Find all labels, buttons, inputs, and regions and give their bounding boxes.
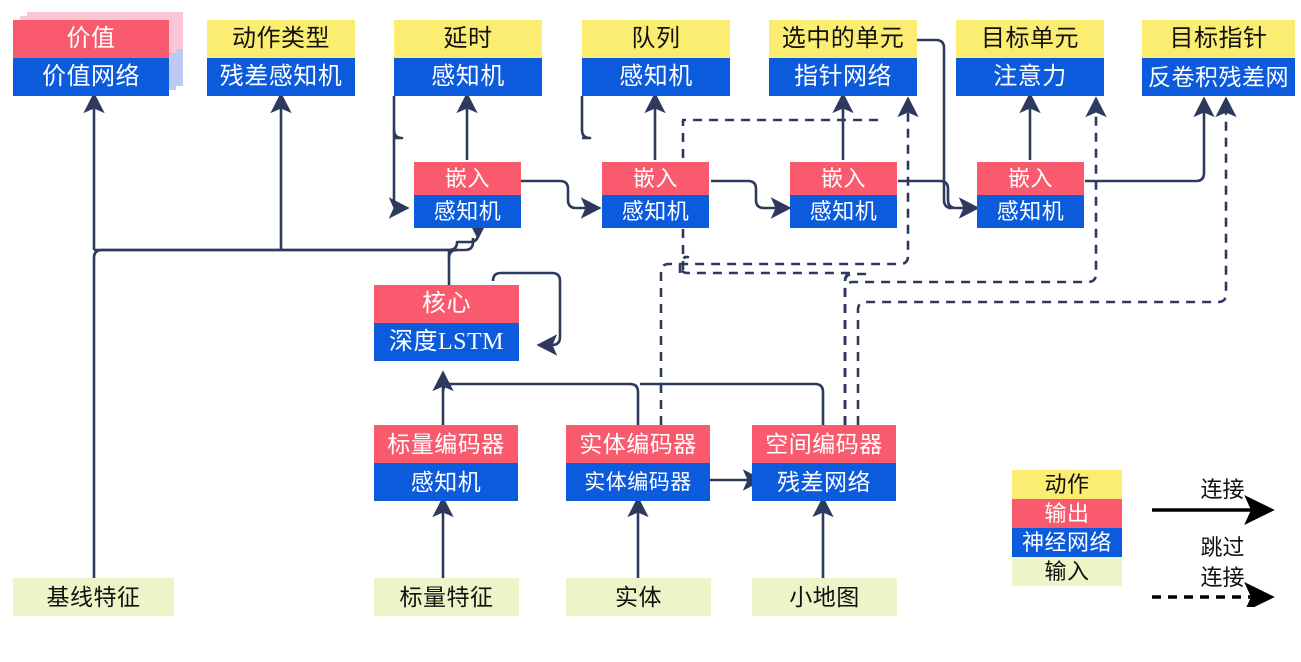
output-node-delay[interactable]: 延时 感知机 <box>394 20 542 96</box>
encoder-node-entity-head: 实体编码器 <box>566 425 710 463</box>
output-node-target-point-head: 目标指针 <box>1142 20 1295 58</box>
embedding-node-2[interactable]: 嵌入 感知机 <box>602 162 709 228</box>
output-node-value-net: 价值网络 <box>13 58 169 96</box>
output-node-target-unit[interactable]: 目标单元 注意力 <box>956 20 1104 96</box>
input-node-entities-label: 实体 <box>566 578 711 616</box>
legend-skip-label-line1: 跳过 <box>1200 535 1245 560</box>
output-node-value-head: 价值 <box>13 20 169 58</box>
output-node-action-type-head: 动作类型 <box>207 20 355 58</box>
legend-skip-label-line2: 连接 <box>1200 565 1245 590</box>
input-node-scalar-features[interactable]: 标量特征 <box>374 578 519 616</box>
embedding-node-1-head: 嵌入 <box>414 162 521 195</box>
legend-arrows: 连接 跳过 连接 <box>1150 472 1295 607</box>
legend-connect-label: 连接 <box>1200 477 1245 502</box>
legend-swatch-action: 动作 <box>1012 470 1122 499</box>
core-node[interactable]: 核心 深度LSTM <box>374 285 519 361</box>
output-node-queue-head: 队列 <box>582 20 730 58</box>
embedding-node-3-head: 嵌入 <box>790 162 897 195</box>
output-node-target-point-net: 反卷积残差网 <box>1142 58 1295 96</box>
output-node-action-type[interactable]: 动作类型 残差感知机 <box>207 20 355 96</box>
output-node-selected-unit-head: 选中的单元 <box>769 20 917 58</box>
core-node-net: 深度LSTM <box>374 323 519 361</box>
output-node-value[interactable]: 价值 价值网络 <box>13 20 169 96</box>
core-node-head: 核心 <box>374 285 519 323</box>
input-node-scalar-features-label: 标量特征 <box>374 578 519 616</box>
embedding-node-2-net: 感知机 <box>602 195 709 228</box>
output-node-action-type-net: 残差感知机 <box>207 58 355 96</box>
embedding-node-1[interactable]: 嵌入 感知机 <box>414 162 521 228</box>
output-node-target-point[interactable]: 目标指针 反卷积残差网 <box>1142 20 1295 96</box>
embedding-node-2-head: 嵌入 <box>602 162 709 195</box>
output-node-delay-net: 感知机 <box>394 58 542 96</box>
input-node-baseline-features-label: 基线特征 <box>13 578 174 616</box>
input-node-baseline-features[interactable]: 基线特征 <box>13 578 174 616</box>
legend-swatch-input: 输入 <box>1012 557 1122 586</box>
legend-swatch-output: 输出 <box>1012 499 1122 528</box>
embedding-node-4[interactable]: 嵌入 感知机 <box>977 162 1084 228</box>
embedding-node-3[interactable]: 嵌入 感知机 <box>790 162 897 228</box>
output-node-target-unit-head: 目标单元 <box>956 20 1104 58</box>
embedding-node-4-net: 感知机 <box>977 195 1084 228</box>
output-node-delay-head: 延时 <box>394 20 542 58</box>
embedding-node-1-net: 感知机 <box>414 195 521 228</box>
output-node-target-unit-net: 注意力 <box>956 58 1104 96</box>
output-node-selected-unit-net: 指针网络 <box>769 58 917 96</box>
embedding-node-3-net: 感知机 <box>790 195 897 228</box>
encoder-node-scalar[interactable]: 标量编码器 感知机 <box>374 425 518 501</box>
value-output-stack: 价值 价值网络 <box>13 12 185 96</box>
encoder-node-spatial-head: 空间编码器 <box>752 425 896 463</box>
output-node-queue[interactable]: 队列 感知机 <box>582 20 730 96</box>
input-node-minimap[interactable]: 小地图 <box>752 578 897 616</box>
output-node-selected-unit[interactable]: 选中的单元 指针网络 <box>769 20 917 96</box>
encoder-node-scalar-head: 标量编码器 <box>374 425 518 463</box>
legend-swatches: 动作 输出 神经网络 输入 <box>1012 470 1122 586</box>
legend-swatch-network: 神经网络 <box>1012 528 1122 557</box>
encoder-node-entity-net: 实体编码器 <box>566 463 710 501</box>
embedding-node-4-head: 嵌入 <box>977 162 1084 195</box>
input-node-minimap-label: 小地图 <box>752 578 897 616</box>
encoder-node-spatial[interactable]: 空间编码器 残差网络 <box>752 425 896 501</box>
legend-arrow-glyphs <box>1152 495 1275 607</box>
encoder-node-scalar-net: 感知机 <box>374 463 518 501</box>
encoder-node-spatial-net: 残差网络 <box>752 463 896 501</box>
output-node-queue-net: 感知机 <box>582 58 730 96</box>
encoder-node-entity[interactable]: 实体编码器 实体编码器 <box>566 425 710 501</box>
input-node-entities[interactable]: 实体 <box>566 578 711 616</box>
